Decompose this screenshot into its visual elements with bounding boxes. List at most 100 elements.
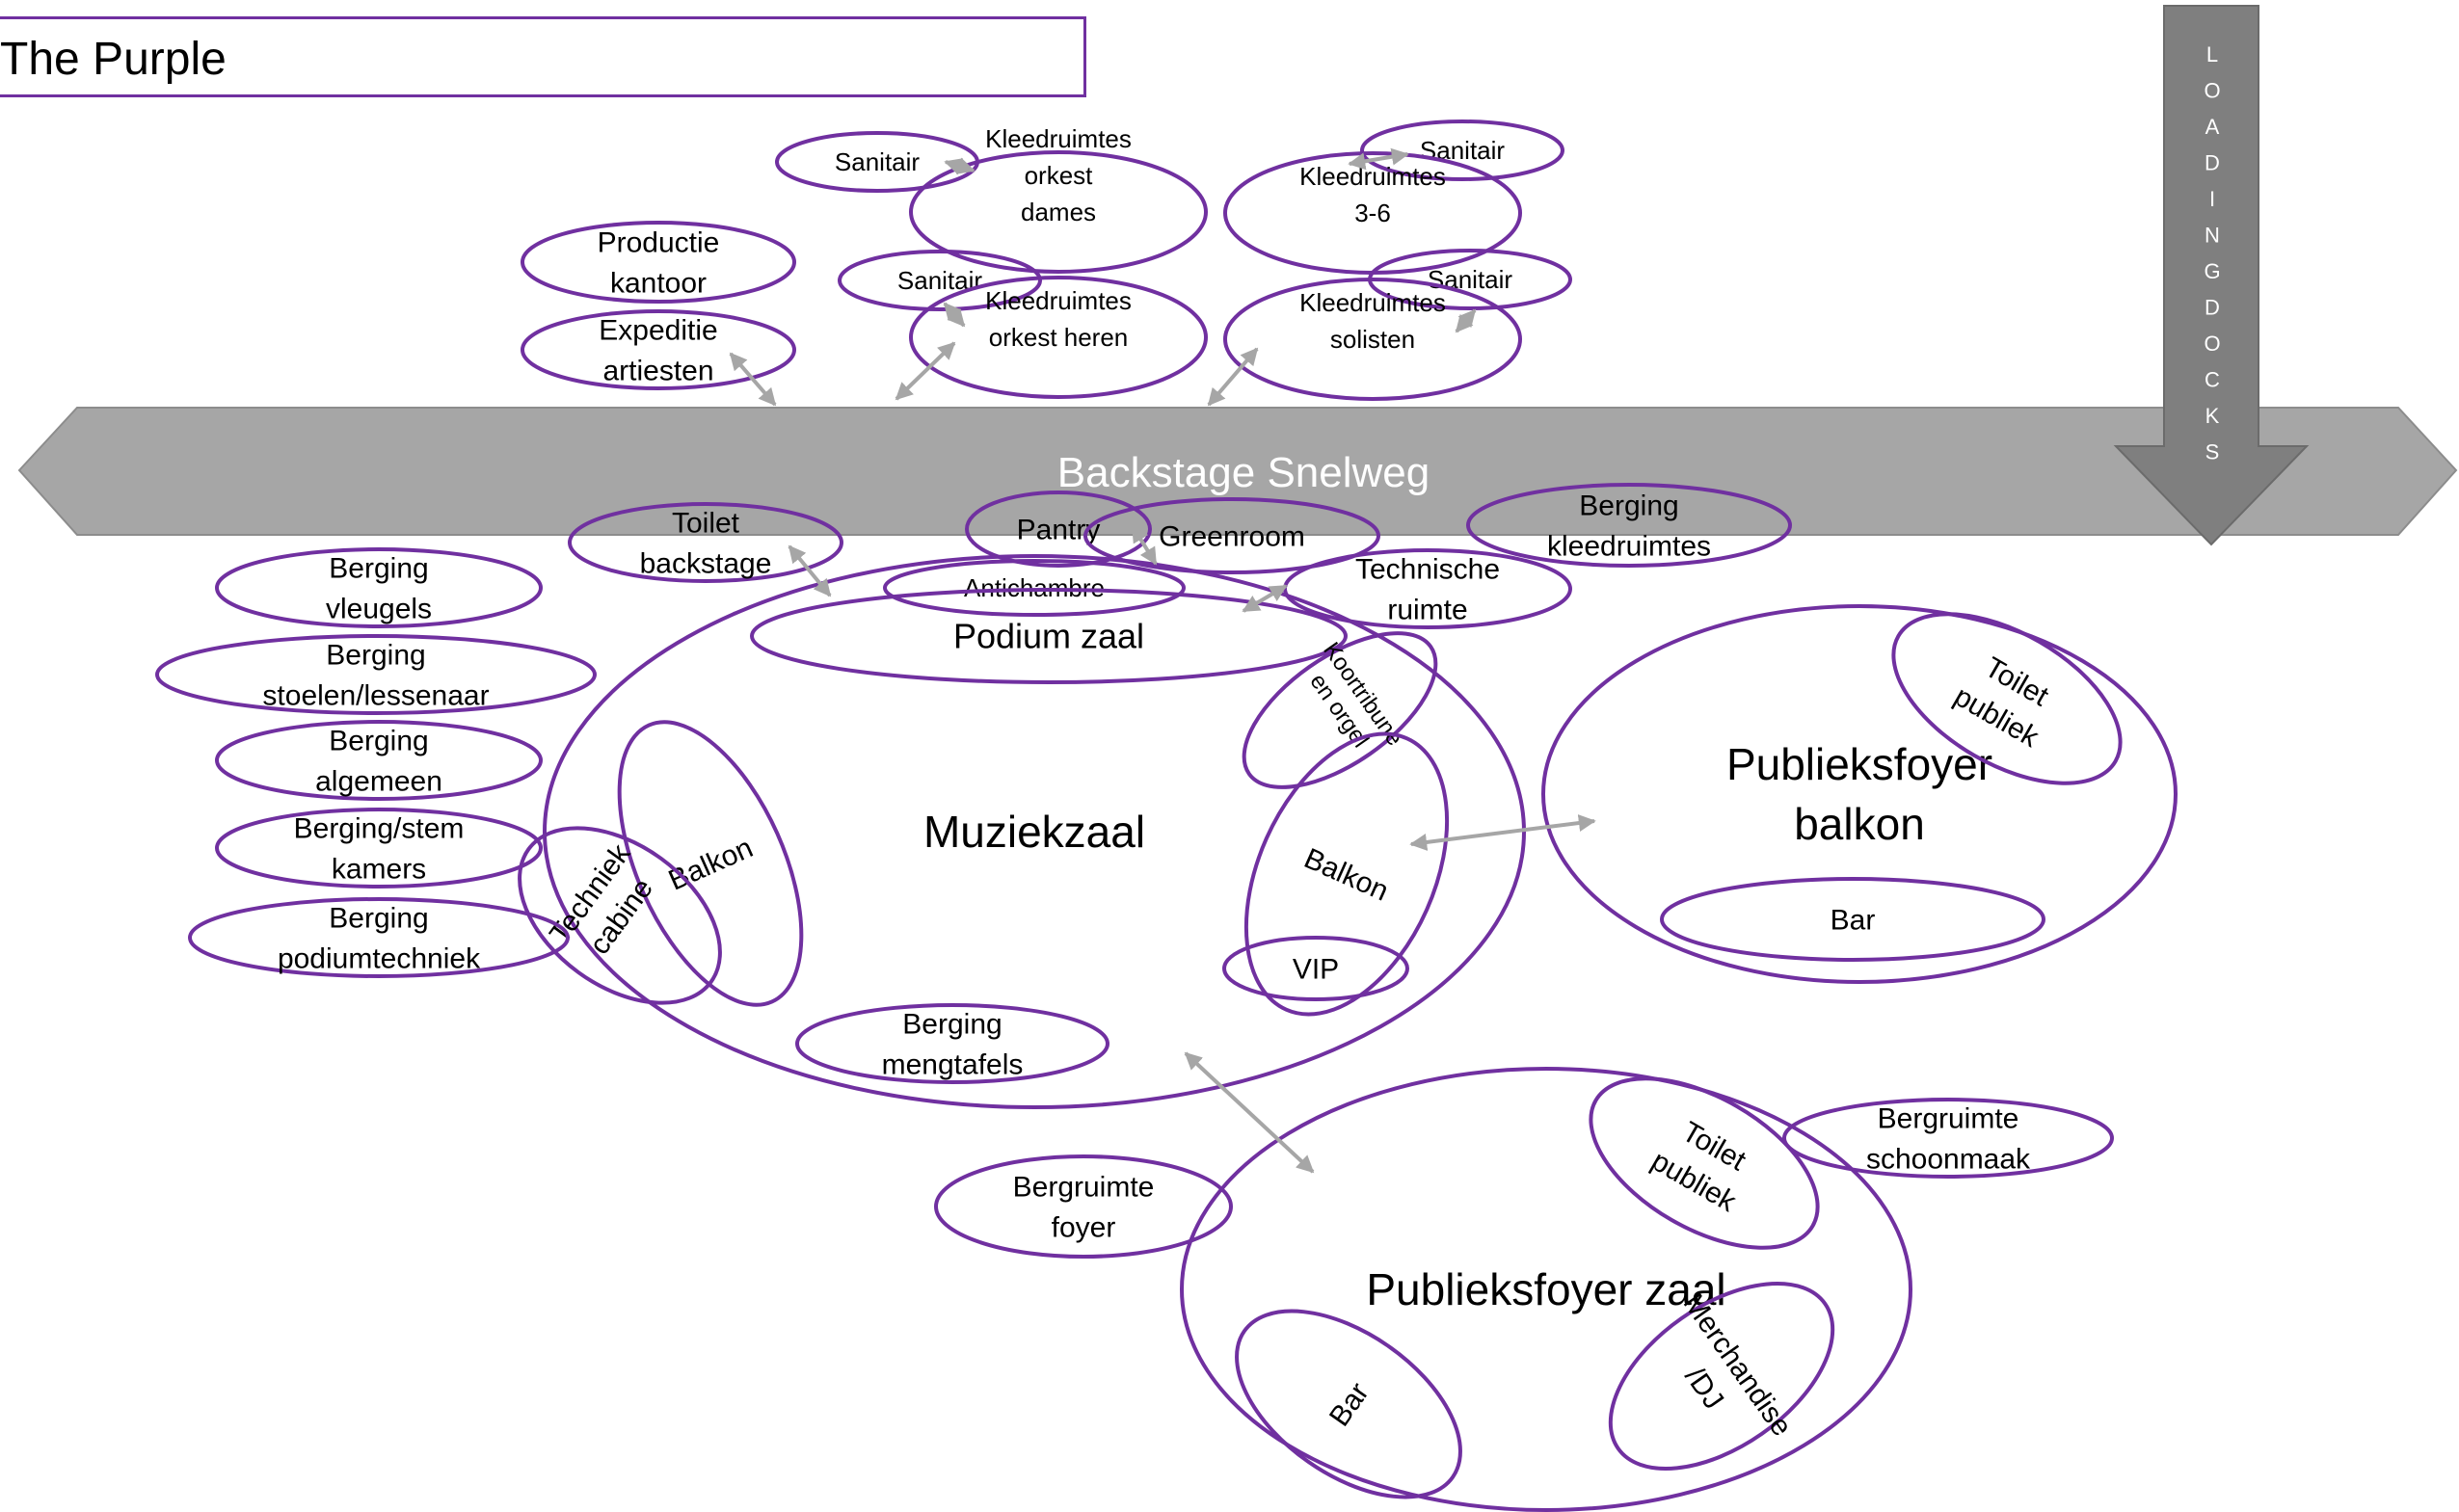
room-balkon-right-outline <box>1243 731 1450 1017</box>
room-berging-podiumtechniek-label: Berging <box>329 903 428 935</box>
room-antichambre: Antichambre <box>883 559 1186 617</box>
room-balkon-left-outline <box>617 720 804 1007</box>
room-publieksfoyer-zaal-label: Publieksfoyer zaal <box>1366 1264 1725 1314</box>
room-kleedruimtes-orkest-dames-outline <box>909 150 1208 274</box>
room-berging-vleugels: Berging vleugels <box>215 547 543 628</box>
room-berging-vleugels-label: Berging <box>329 553 428 585</box>
room-berging-stoelen-outline <box>155 634 597 715</box>
room-sanitair-dames: Sanitair <box>775 131 979 193</box>
room-berging-stoelen-label: Berging <box>326 640 425 672</box>
room-greenroom: Greenroom <box>1083 497 1380 574</box>
room-kleedruimtes-solisten: Kleedruimtes solisten <box>1223 278 1522 401</box>
connection-arrow <box>1207 347 1259 407</box>
loading-docks-letter: D <box>2205 296 2220 320</box>
room-vip: VIP <box>1222 936 1409 1001</box>
room-berging-stemkamers-label: Berging/stem <box>294 813 465 845</box>
room-kleedruimtes-orkest-dames: Kleedruimtes orkest dames <box>909 124 1208 274</box>
room-expeditie-artiesten-outline <box>521 309 796 390</box>
room-bergruimte-schoonmaak-outline <box>1782 1098 2114 1179</box>
room-productie-kantoor-label: Productie <box>598 227 720 259</box>
room-kleedruimtes-solisten-label: solisten <box>1330 325 1415 354</box>
connection-arrow <box>1348 147 1409 171</box>
loading-docks-letter: C <box>2205 368 2220 392</box>
room-kleedruimtes-solisten-outline <box>1223 278 1522 401</box>
room-publieksfoyer-balkon-label: Publieksfoyer <box>1726 739 1992 789</box>
room-berging-vleugels-label: vleugels <box>326 594 432 625</box>
room-berging-podiumtechniek-label: podiumtechniek <box>278 943 481 975</box>
connection-arrow <box>944 157 976 175</box>
room-berging-kleedruimtes-label: kleedruimtes <box>1547 531 1711 563</box>
room-kleedruimtes-orkest-dames-label: dames <box>1021 198 1096 226</box>
loading-docks-letter: G <box>2204 259 2220 283</box>
connection-arrow <box>1131 524 1158 566</box>
room-kleedruimtes-orkest-heren-outline <box>909 276 1208 399</box>
loading-docks-letter: A <box>2205 115 2220 139</box>
room-podium-zaal: Podium zaal <box>750 588 1348 684</box>
room-bar-zaal-label: Bar <box>1323 1377 1376 1432</box>
connection-arrow <box>895 341 956 401</box>
room-techniek-cabine-outline <box>518 826 722 1005</box>
connection-arrow <box>1409 814 1596 851</box>
room-kleedruimtes-36-label: Kleedruimtes <box>1299 162 1446 191</box>
connection-arrow <box>1242 584 1288 613</box>
backstage-highway-shape <box>17 407 2458 536</box>
room-balkon-left-label: Balkon <box>664 832 758 896</box>
page-title: The Purple <box>0 34 227 85</box>
room-koortribune-outline <box>1242 631 1438 789</box>
room-berging-stoelen: Berging stoelen/lessenaar <box>155 634 597 715</box>
room-bar-balkon-outline <box>1660 877 2045 962</box>
room-publieksfoyer-balkon-outline <box>1541 604 2178 984</box>
room-kleedruimtes-36-label: 3-6 <box>1354 199 1391 227</box>
room-kleedruimtes-orkest-dames-label: orkest <box>1025 161 1094 190</box>
room-productie-kantoor-outline <box>521 221 796 304</box>
room-kleedruimtes-solisten-label: Kleedruimtes <box>1299 288 1446 317</box>
room-berging-podiumtechniek: Berging podiumtechniek <box>188 897 570 978</box>
room-berging-podiumtechniek-outline <box>188 897 570 978</box>
room-expeditie-artiesten: Expeditie artiesten <box>521 309 796 390</box>
room-balkon-right-label: Balkon <box>1299 842 1393 907</box>
room-berging-kleedruimtes-outline <box>1466 483 1792 568</box>
room-technische-ruimte-label: ruimte <box>1387 595 1467 626</box>
loading-docks-letter: O <box>2204 79 2220 103</box>
loading-docks-letter: S <box>2205 440 2220 464</box>
room-berging-algemeen: Berging algemeen <box>215 720 543 801</box>
loading-docks-letter: O <box>2204 332 2220 356</box>
room-berging-algemeen-label: Berging <box>329 726 428 757</box>
room-expeditie-artiesten-label: Expeditie <box>599 315 717 347</box>
room-bergruimte-foyer-outline <box>934 1154 1233 1259</box>
room-bergruimte-schoonmaak-label: schoonmaak <box>1866 1144 2031 1176</box>
room-toilet-backstage-outline <box>568 502 843 583</box>
connection-arrow <box>1455 308 1477 333</box>
loading-docks-letter: D <box>2205 151 2220 175</box>
connection-arrow <box>729 352 777 407</box>
room-berging-algemeen-label: algemeen <box>315 766 442 798</box>
connection-arrow <box>1184 1051 1315 1174</box>
room-kleedruimtes-orkest-dames-label: Kleedruimtes <box>985 124 1132 153</box>
room-toilet-publiek-zaal-outline <box>1589 1076 1820 1250</box>
room-bar-balkon-label: Bar <box>1831 905 1876 937</box>
loading-docks-arrow <box>2113 5 2310 546</box>
room-bergruimte-foyer-label: foyer <box>1052 1212 1116 1244</box>
room-technische-ruimte-label: Technische <box>1355 554 1500 586</box>
room-expeditie-artiesten-label: artiesten <box>602 356 713 387</box>
room-berging-stoelen-label: stoelen/lessenaar <box>262 680 489 712</box>
room-berging-stemkamers-outline <box>215 808 543 889</box>
room-berging-vleugels-outline <box>215 547 543 628</box>
room-berging-algemeen-outline <box>215 720 543 801</box>
loading-docks-letter: I <box>2209 187 2215 211</box>
room-podium-zaal-label: Podium zaal <box>953 617 1144 656</box>
room-berging-mengtafels-label: mengtafels <box>882 1049 1024 1081</box>
room-greenroom-outline <box>1083 497 1380 574</box>
backstage-highway-label: Backstage Snelweg <box>1057 449 1430 496</box>
room-kleedruimtes-orkest-heren-label: Kleedruimtes <box>985 286 1132 315</box>
room-vip-label: VIP <box>1293 954 1339 986</box>
